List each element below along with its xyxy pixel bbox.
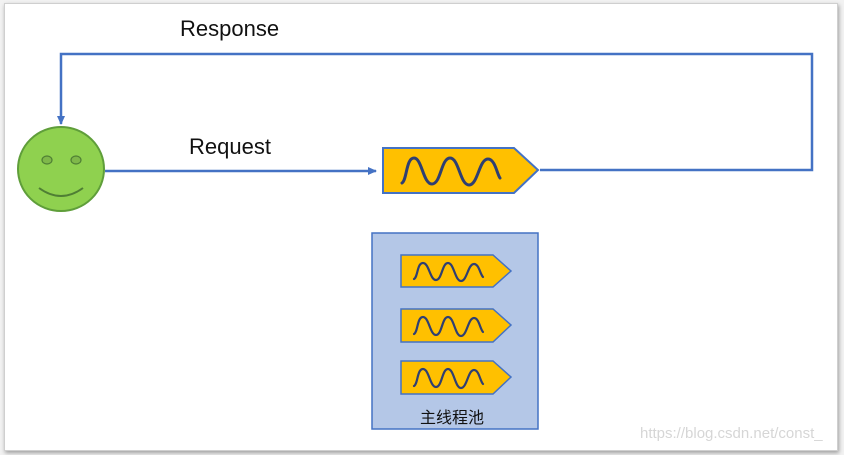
wave-icon (412, 367, 485, 390)
wave-icon (412, 315, 485, 338)
thread-pool-label: 主线程池 (420, 408, 485, 427)
main-thread-arrow-icon (382, 147, 540, 194)
pool-thread-arrow-icon (400, 308, 513, 343)
wave-icon (400, 156, 502, 187)
left-eye-icon (41, 155, 53, 165)
thread-pool-box (371, 232, 539, 430)
request-label: Request (189, 134, 271, 159)
watermark: https://blog.csdn.net/const_ (640, 425, 823, 442)
pool-thread-arrow-icon (400, 254, 513, 288)
pool-thread-arrow-icon (400, 360, 513, 395)
right-eye-icon (70, 155, 82, 165)
response-label: Response (180, 16, 280, 41)
smiley-face-icon (17, 126, 105, 212)
wave-icon (412, 261, 485, 283)
response-connector (57, 52, 814, 172)
mouth-icon (38, 187, 84, 197)
